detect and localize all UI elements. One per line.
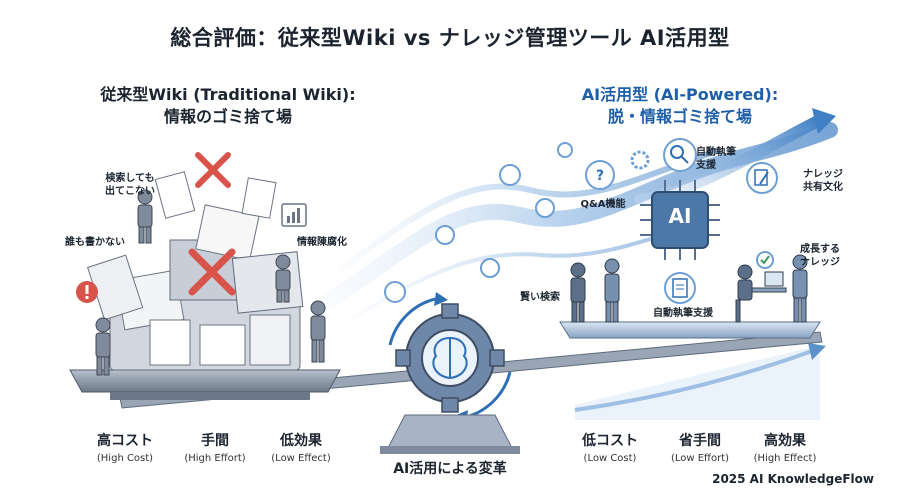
bar-chart-icon: [281, 203, 307, 227]
callout-share: ナレッジ 共有文化: [803, 169, 843, 193]
metric-right-cost: 低コスト (Low Cost): [582, 433, 638, 464]
growth-arrow-top-head: [812, 108, 836, 134]
callout-auto-write-top: 自動執筆 支援: [696, 147, 736, 171]
callout-smart-search: 賢い検索: [520, 292, 560, 303]
metric-left-cost: 高コスト (High Cost): [96, 433, 154, 464]
data-wave-thin: [338, 147, 721, 273]
brain-icon: [432, 337, 468, 379]
metric-left-effort: 手間 (High Effort): [184, 433, 246, 464]
right-heading-line2: 脱・情報ゴミ捨て場: [607, 107, 752, 126]
document-icon: [664, 272, 696, 304]
left-heading-line1: 従来型Wiki (Traditional Wiki):: [100, 85, 356, 104]
standing-person: [792, 254, 808, 323]
stressed-person: [95, 317, 111, 376]
cross-icon: [195, 152, 231, 188]
left-heading: 従来型Wiki (Traditional Wiki): 情報のゴミ捨て場: [78, 84, 378, 128]
callout-search-fail: 検索しても 出てこない: [105, 173, 155, 197]
frustrated-person: [310, 300, 326, 363]
data-wave-lower: [348, 223, 701, 322]
metric-right-effect: 高効果 (High Effect): [753, 433, 817, 464]
left-tray-base: [110, 392, 310, 400]
growth-arrow-bottom: [574, 348, 816, 412]
person-handshake-left: [570, 262, 586, 323]
ai-chip: [640, 180, 720, 260]
callout-obsolete: 情報陳腐化: [297, 237, 347, 248]
footer-credit: 2025 AI KnowledgeFlow: [712, 472, 874, 486]
right-heading-line1: AI活用型 (AI-Powered):: [581, 85, 779, 104]
growth-arrow-bottom-head: [808, 343, 826, 360]
ai-chip-label: AI: [668, 204, 692, 228]
question-icon: ?: [585, 160, 615, 190]
alert-icon: [76, 281, 98, 303]
search-icon: [663, 138, 697, 172]
callout-nobody-writes: 誰も書かない: [65, 237, 125, 248]
center-label: AI活用による変革: [393, 461, 507, 477]
edit-icon: [746, 162, 778, 194]
fulcrum-base: [380, 446, 520, 454]
person-handshake-right: [604, 258, 620, 323]
confused-person: [137, 189, 153, 244]
callout-grow: 成長する ナレッジ: [800, 244, 840, 268]
fulcrum-stand: [387, 414, 513, 449]
svg-text:?: ?: [596, 168, 604, 184]
metric-right-effort: 省手間 (Low Effort): [670, 433, 730, 464]
callout-qa: Q&A機能: [580, 199, 626, 210]
page-title: 総合評価：従来型Wiki vs ナレッジ管理ツール AI活用型: [170, 26, 730, 50]
cross-icon-large: [188, 248, 236, 296]
document-pile: [87, 171, 304, 371]
callout-auto-write-bottom: 自動執筆支援: [653, 308, 713, 319]
check-icon: [756, 251, 774, 269]
network-nodes: [384, 142, 573, 303]
right-tray: [559, 321, 821, 339]
right-heading: AI活用型 (AI-Powered): 脱・情報ゴミ捨て場: [535, 84, 825, 128]
left-tray: [69, 369, 341, 393]
person-at-desk: [735, 264, 787, 323]
gear-icon: [630, 150, 650, 170]
cycle-arrow-left: [388, 296, 441, 346]
worried-person: [275, 254, 291, 303]
cycle-arrow-left-head: [434, 292, 448, 306]
metric-left-effect: 低効果 (Low Effect): [271, 433, 331, 464]
left-heading-line2: 情報のゴミ捨て場: [163, 107, 292, 126]
